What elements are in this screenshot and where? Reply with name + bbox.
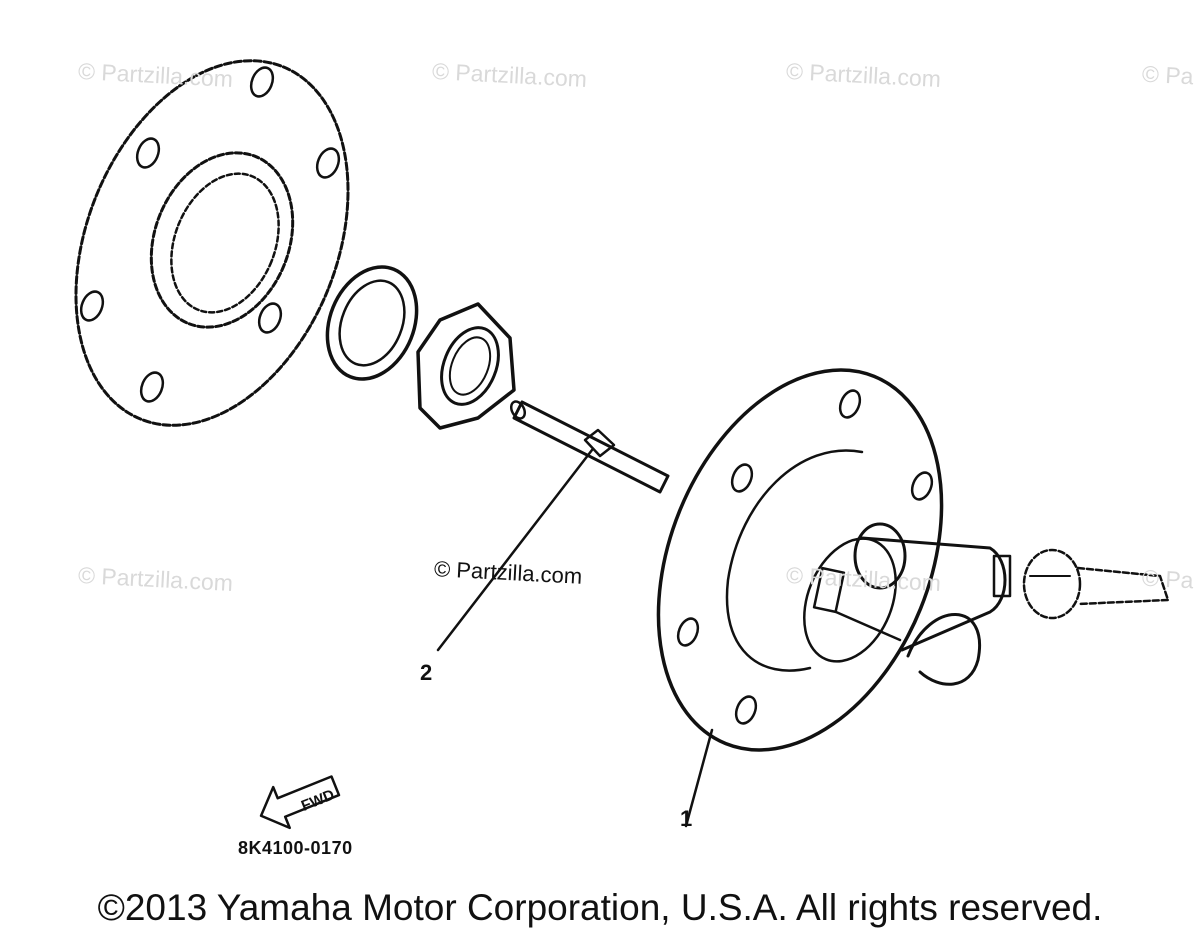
hex-nut [416, 302, 516, 430]
hub-assembly [656, 368, 1012, 752]
watermark: © Pa [1141, 564, 1195, 594]
washer [325, 265, 419, 381]
linkage-rod [1022, 548, 1170, 620]
forward-arrow-icon [259, 775, 341, 830]
copyright-notice: ©2013 Yamaha Motor Corporation, U.S.A. A… [97, 887, 1103, 928]
leader-line-2 [436, 448, 594, 652]
leader-line-1 [684, 728, 714, 828]
diagram-code: 8K4100-0170 [238, 838, 353, 858]
callout-part-1: 1 [680, 806, 693, 831]
flange-plate [74, 59, 350, 427]
callout-part-2: 2 [420, 660, 433, 685]
pin [509, 400, 670, 494]
watermark: © Pa [1141, 60, 1195, 90]
